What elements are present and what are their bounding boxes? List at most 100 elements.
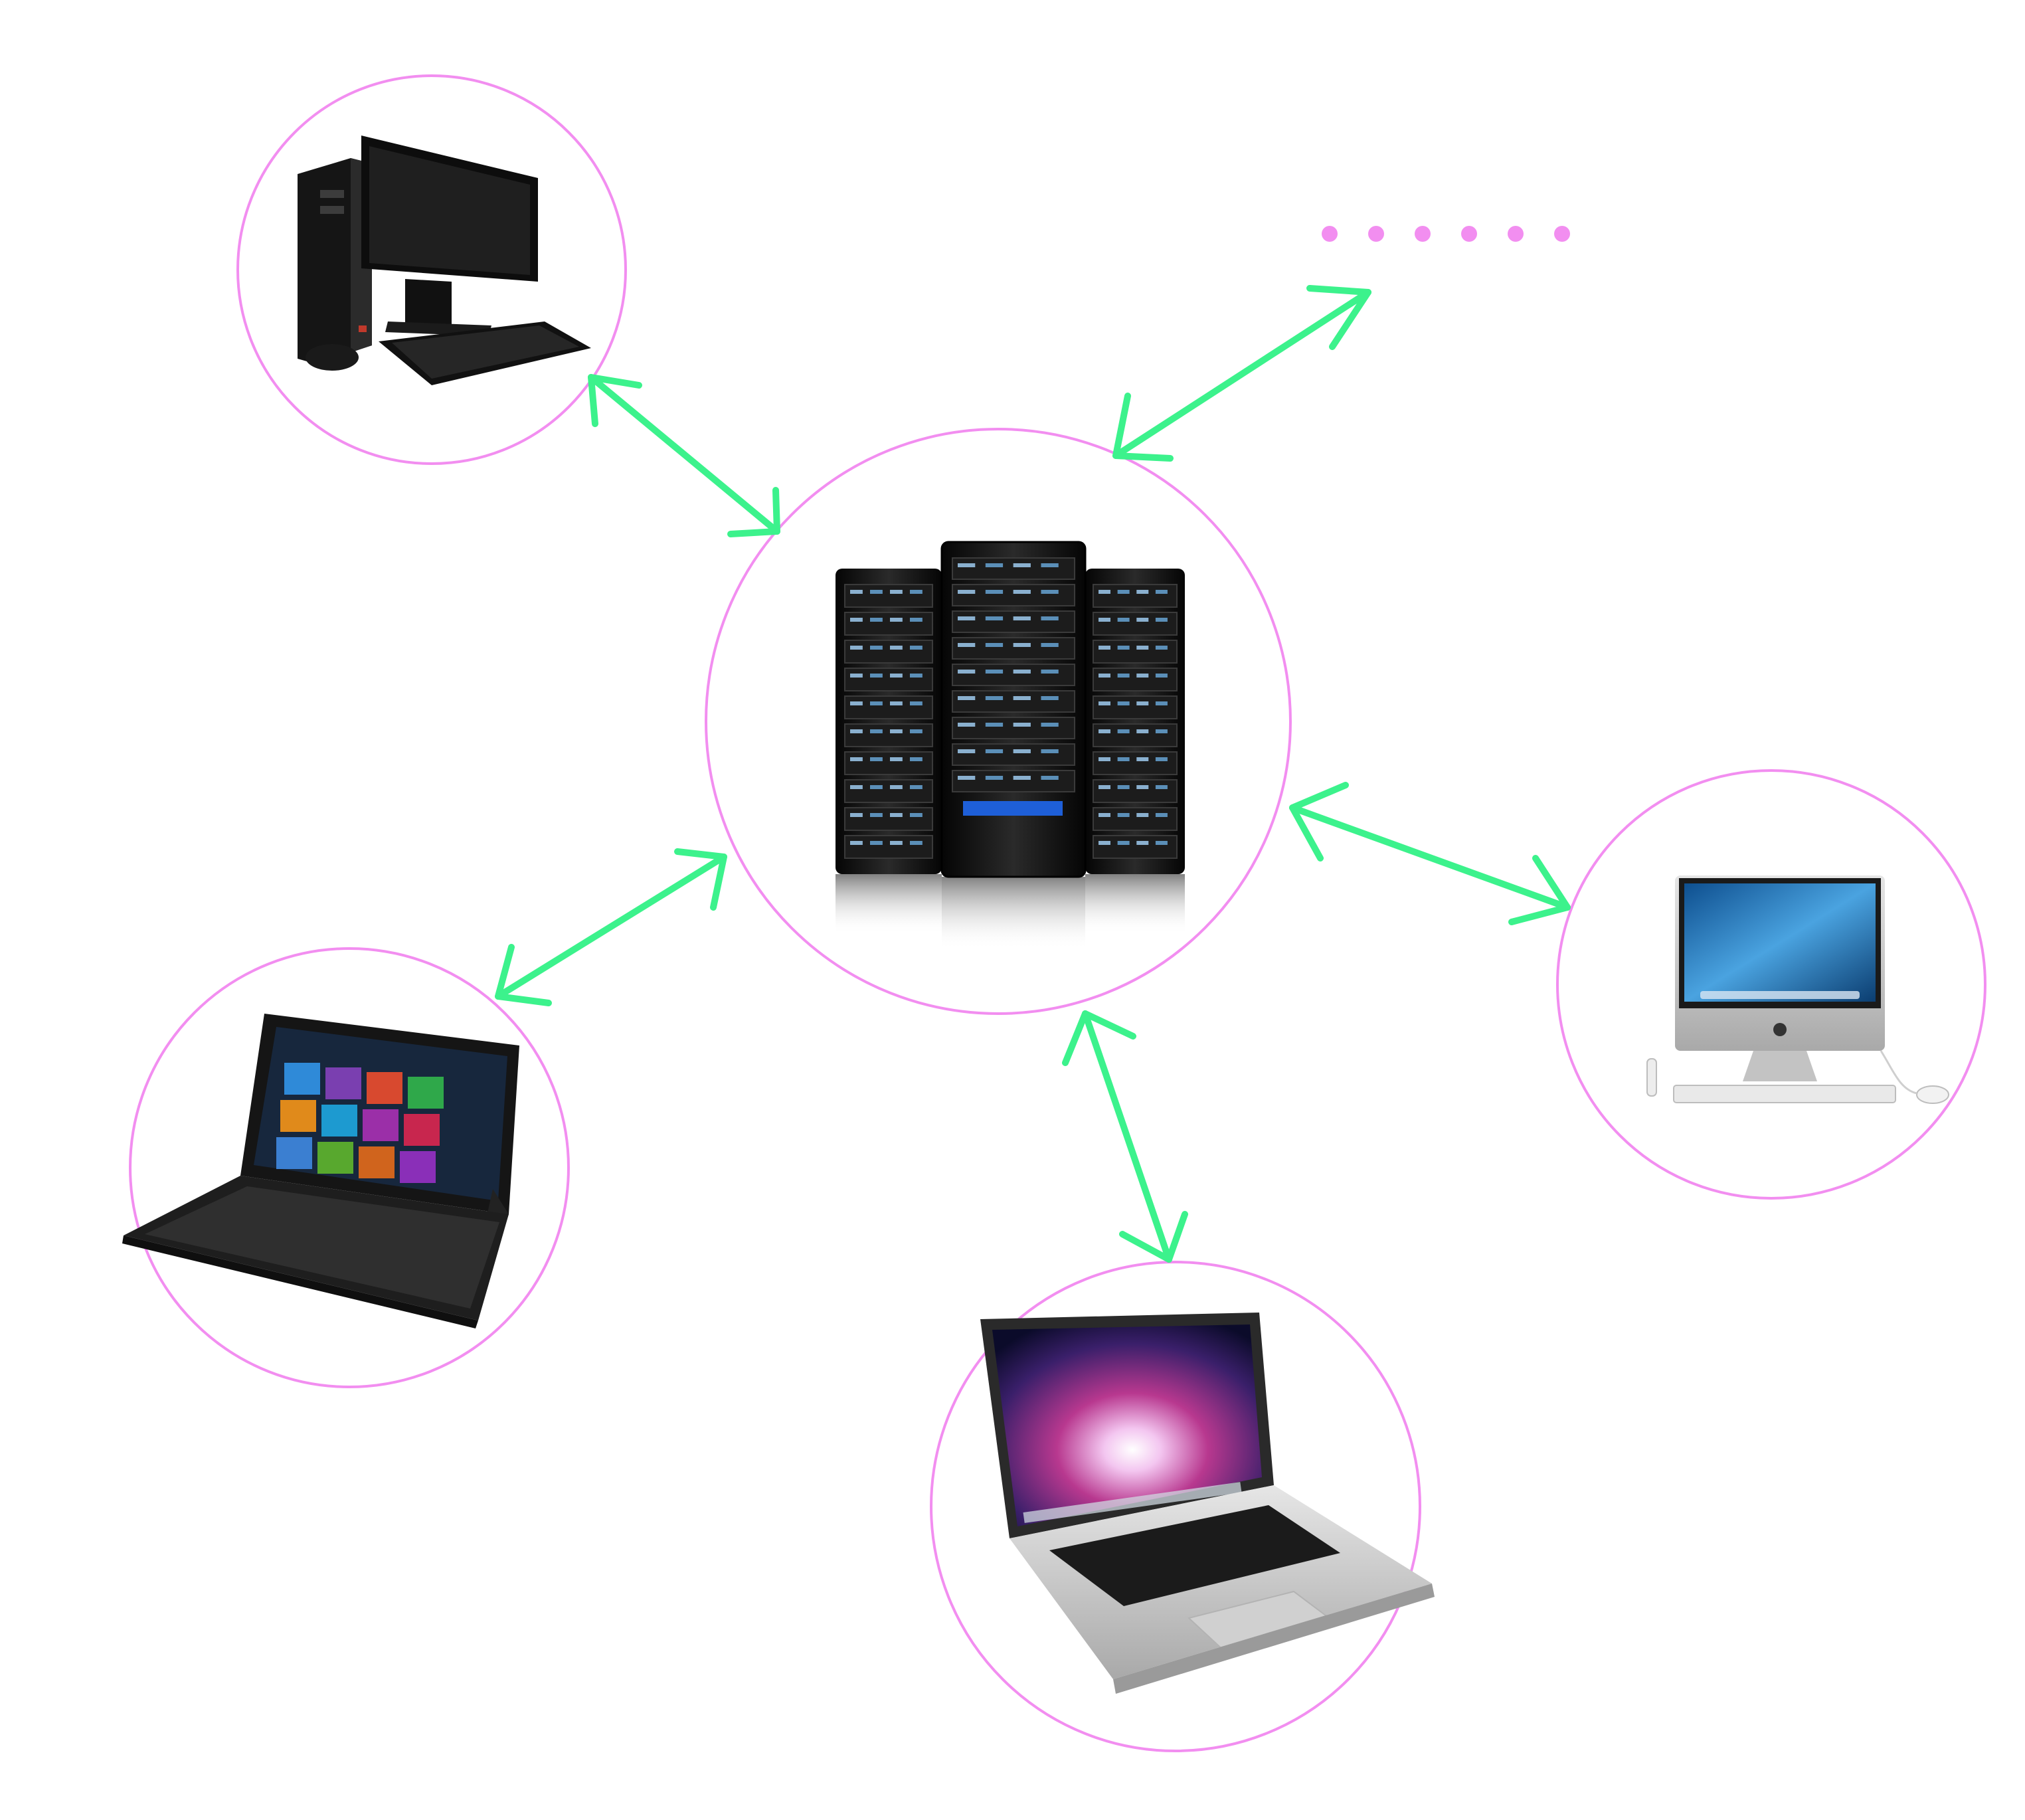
rack-led bbox=[1155, 646, 1168, 650]
rack-unit bbox=[1093, 584, 1178, 608]
rack-led bbox=[985, 696, 1004, 700]
rack-led bbox=[890, 841, 903, 845]
rack-led bbox=[1155, 618, 1168, 622]
rack-led bbox=[985, 670, 1004, 674]
rack-led bbox=[1013, 616, 1031, 620]
ellipsis-dot bbox=[1554, 226, 1570, 242]
rack-led bbox=[1136, 701, 1149, 705]
rack-led bbox=[1136, 813, 1149, 817]
rack-led bbox=[1041, 749, 1059, 753]
rack-led bbox=[890, 785, 903, 789]
rack-led bbox=[1099, 646, 1110, 650]
rack-led bbox=[1155, 729, 1168, 733]
start-tile bbox=[400, 1151, 436, 1183]
rack-led bbox=[985, 723, 1004, 727]
rack-led bbox=[870, 590, 883, 594]
rack-led bbox=[850, 841, 863, 845]
desktop-pc-icon bbox=[298, 136, 591, 385]
rack-led bbox=[910, 841, 923, 845]
node-rings bbox=[129, 74, 1986, 1752]
rack-led bbox=[1117, 701, 1130, 705]
rack-led bbox=[850, 757, 863, 761]
ellipsis-dot bbox=[1322, 226, 1338, 242]
rack-led bbox=[958, 723, 976, 727]
rack-led bbox=[910, 757, 923, 761]
rack-led bbox=[1099, 729, 1110, 733]
start-tile bbox=[284, 1063, 320, 1095]
rack-unit bbox=[952, 770, 1075, 792]
rack-unit bbox=[844, 835, 933, 859]
rack-led bbox=[1041, 670, 1059, 674]
macbook-laptop-icon bbox=[980, 1313, 1435, 1694]
rack-led bbox=[1117, 646, 1130, 650]
rack-unit bbox=[1093, 807, 1178, 831]
rack-led bbox=[850, 674, 863, 678]
rack-led bbox=[870, 757, 883, 761]
surface-tablet-icon bbox=[122, 1014, 519, 1328]
start-tile bbox=[404, 1114, 440, 1146]
rack-led bbox=[958, 776, 976, 780]
link-center-imac bbox=[1289, 782, 1571, 925]
rack-led bbox=[985, 749, 1004, 753]
rack-led bbox=[958, 643, 976, 647]
rack-led bbox=[870, 729, 883, 733]
rack-unit bbox=[952, 610, 1075, 633]
rack-led bbox=[985, 643, 1004, 647]
rack-led bbox=[958, 670, 976, 674]
rack-unit bbox=[844, 807, 933, 831]
rack-led bbox=[870, 646, 883, 650]
rack-led bbox=[985, 563, 1004, 567]
rack-led bbox=[1013, 670, 1031, 674]
ring-imac bbox=[1556, 769, 1986, 1200]
rack-led bbox=[1117, 757, 1130, 761]
rack-led bbox=[1136, 646, 1149, 650]
ring-tablet bbox=[129, 947, 570, 1388]
rack-led bbox=[1041, 723, 1059, 727]
rack-unit bbox=[1093, 668, 1178, 691]
rack-led bbox=[910, 674, 923, 678]
server-rack-middle bbox=[940, 541, 1087, 878]
ellipsis-dot bbox=[1461, 226, 1477, 242]
start-tile bbox=[359, 1146, 395, 1178]
start-tile bbox=[363, 1109, 398, 1141]
rack-led bbox=[910, 590, 923, 594]
links bbox=[495, 285, 1571, 1263]
rack-led bbox=[1117, 590, 1130, 594]
rack-led bbox=[1099, 813, 1110, 817]
rack-led bbox=[1013, 590, 1031, 594]
rack-led bbox=[1155, 841, 1168, 845]
rack-led bbox=[1136, 841, 1149, 845]
start-tile bbox=[321, 1105, 357, 1137]
rack-led bbox=[890, 590, 903, 594]
start-tile bbox=[280, 1100, 316, 1132]
rack-led bbox=[850, 590, 863, 594]
rack-unit bbox=[844, 584, 933, 608]
rack-unit bbox=[952, 690, 1075, 713]
rack-led bbox=[910, 729, 923, 733]
rack-led bbox=[1013, 563, 1031, 567]
rack-unit bbox=[844, 668, 933, 691]
rack-led bbox=[1013, 776, 1031, 780]
rack-led bbox=[958, 563, 976, 567]
rack-led bbox=[1013, 643, 1031, 647]
rack-led bbox=[890, 618, 903, 622]
rack-led bbox=[850, 646, 863, 650]
rack-unit bbox=[1093, 695, 1178, 719]
rack-unit bbox=[952, 557, 1075, 580]
rack-led bbox=[1136, 590, 1149, 594]
rack-led bbox=[910, 785, 923, 789]
rack-led bbox=[910, 618, 923, 622]
rack-led bbox=[1041, 616, 1059, 620]
rack-led bbox=[890, 701, 903, 705]
rack-led bbox=[870, 813, 883, 817]
rack-unit bbox=[1093, 751, 1178, 775]
rack-led bbox=[958, 696, 976, 700]
rack-led bbox=[985, 616, 1004, 620]
rack-led bbox=[870, 674, 883, 678]
rack-led bbox=[1136, 729, 1149, 733]
start-tile bbox=[325, 1067, 361, 1099]
rack-led bbox=[1117, 729, 1130, 733]
rack-unit bbox=[844, 640, 933, 664]
start-tile bbox=[317, 1142, 353, 1174]
rack-led bbox=[870, 785, 883, 789]
